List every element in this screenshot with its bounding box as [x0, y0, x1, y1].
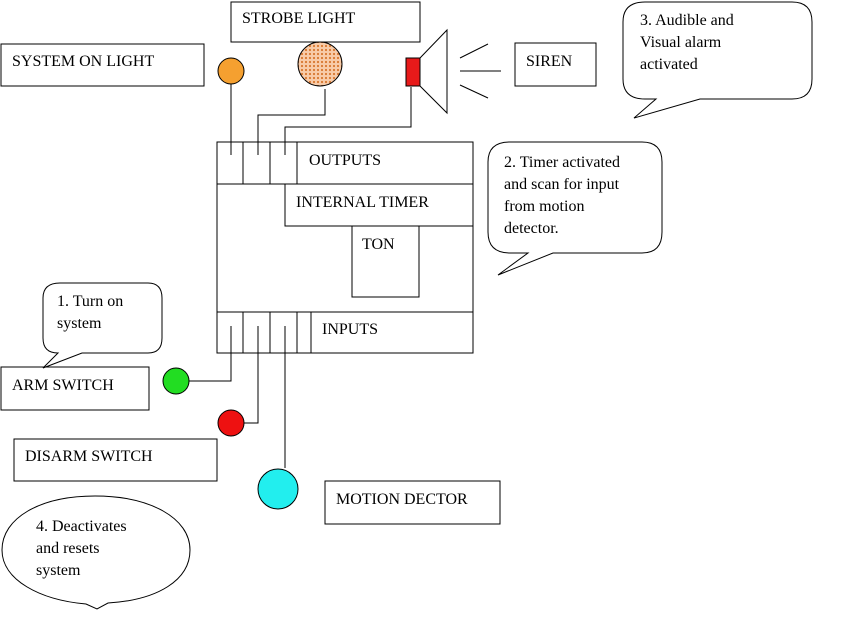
ton-label: TON	[362, 236, 395, 253]
output-terminals	[242, 142, 298, 184]
callout-step1-text: 1. Turn on system	[57, 293, 124, 332]
internal-timer-box	[284, 183, 474, 227]
inputs-label: INPUTS	[322, 321, 379, 338]
motion-detector-indicator	[257, 468, 299, 510]
callout-step2-bubble	[487, 141, 663, 276]
strobe-light-indicator	[297, 41, 343, 87]
system-on-light-box	[0, 43, 205, 87]
outputs-label: OUTPUTS	[309, 152, 382, 169]
motion-detector-box	[324, 480, 501, 525]
system-on-light-indicator	[217, 57, 245, 85]
strobe-light-label: STROBE LIGHT	[242, 10, 356, 27]
callout-step3-text: 3. Audible and Visual alarm activated	[640, 12, 734, 73]
callout-step4-text: 4. Deactivates and resets system	[36, 518, 127, 579]
system-on-light-label: SYSTEM ON LIGHT	[12, 53, 155, 70]
siren-label: SIREN	[526, 53, 573, 70]
input-terminals	[242, 312, 312, 353]
callout-step4-bubble	[1, 495, 191, 610]
strobe-light-box	[230, 1, 421, 43]
callout-step2-text: 2. Timer activated and scan for input fr…	[504, 154, 620, 237]
callout-step1-bubble	[42, 282, 163, 369]
disarm-switch-indicator	[217, 409, 245, 437]
controller-block	[216, 141, 474, 354]
output-wires	[230, 84, 412, 155]
siren-horn-icon	[405, 28, 501, 115]
ton-box	[351, 225, 420, 298]
callout-step3-bubble	[622, 1, 813, 119]
internal-timer-label: INTERNAL TIMER	[296, 194, 429, 211]
disarm-switch-label: DISARM SWITCH	[25, 448, 153, 465]
disarm-switch-box	[13, 438, 218, 482]
arm-switch-indicator	[162, 367, 190, 395]
arm-switch-label: ARM SWITCH	[12, 377, 114, 394]
input-wires	[189, 326, 286, 468]
siren-box	[514, 42, 597, 87]
arm-switch-box	[0, 366, 150, 411]
motion-detector-label: MOTION DECTOR	[336, 491, 468, 508]
